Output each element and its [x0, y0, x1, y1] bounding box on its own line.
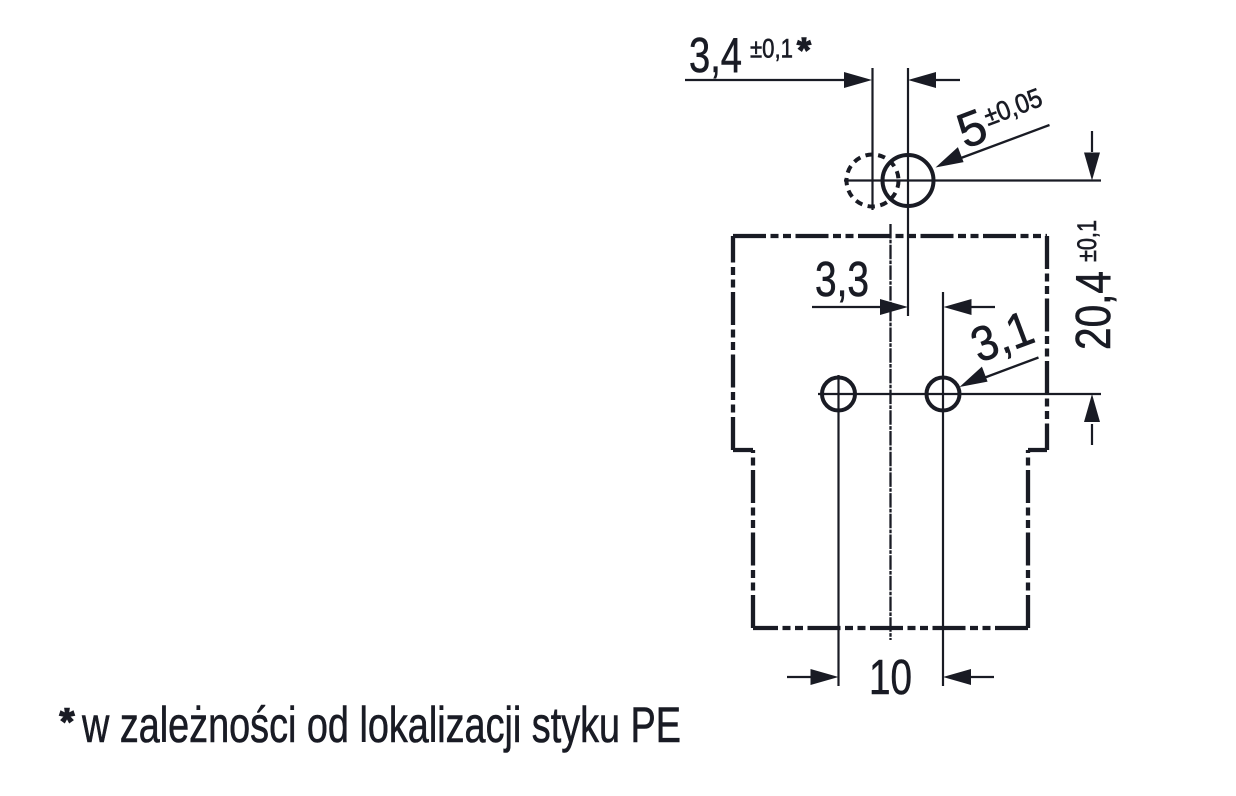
svg-text:w zależności od lokalizacji st: w zależności od lokalizacji styku PE [81, 697, 681, 753]
svg-text:3,4: 3,4 [689, 29, 742, 83]
svg-text:±0,1: ±0,1 [1072, 220, 1102, 262]
svg-text:±0,05: ±0,05 [980, 83, 1047, 132]
svg-text:10: 10 [869, 651, 912, 705]
svg-text:±0,1: ±0,1 [750, 34, 793, 64]
svg-text:3,1: 3,1 [964, 301, 1041, 373]
svg-text:3,3: 3,3 [815, 253, 869, 307]
svg-text:20,4: 20,4 [1067, 271, 1121, 350]
